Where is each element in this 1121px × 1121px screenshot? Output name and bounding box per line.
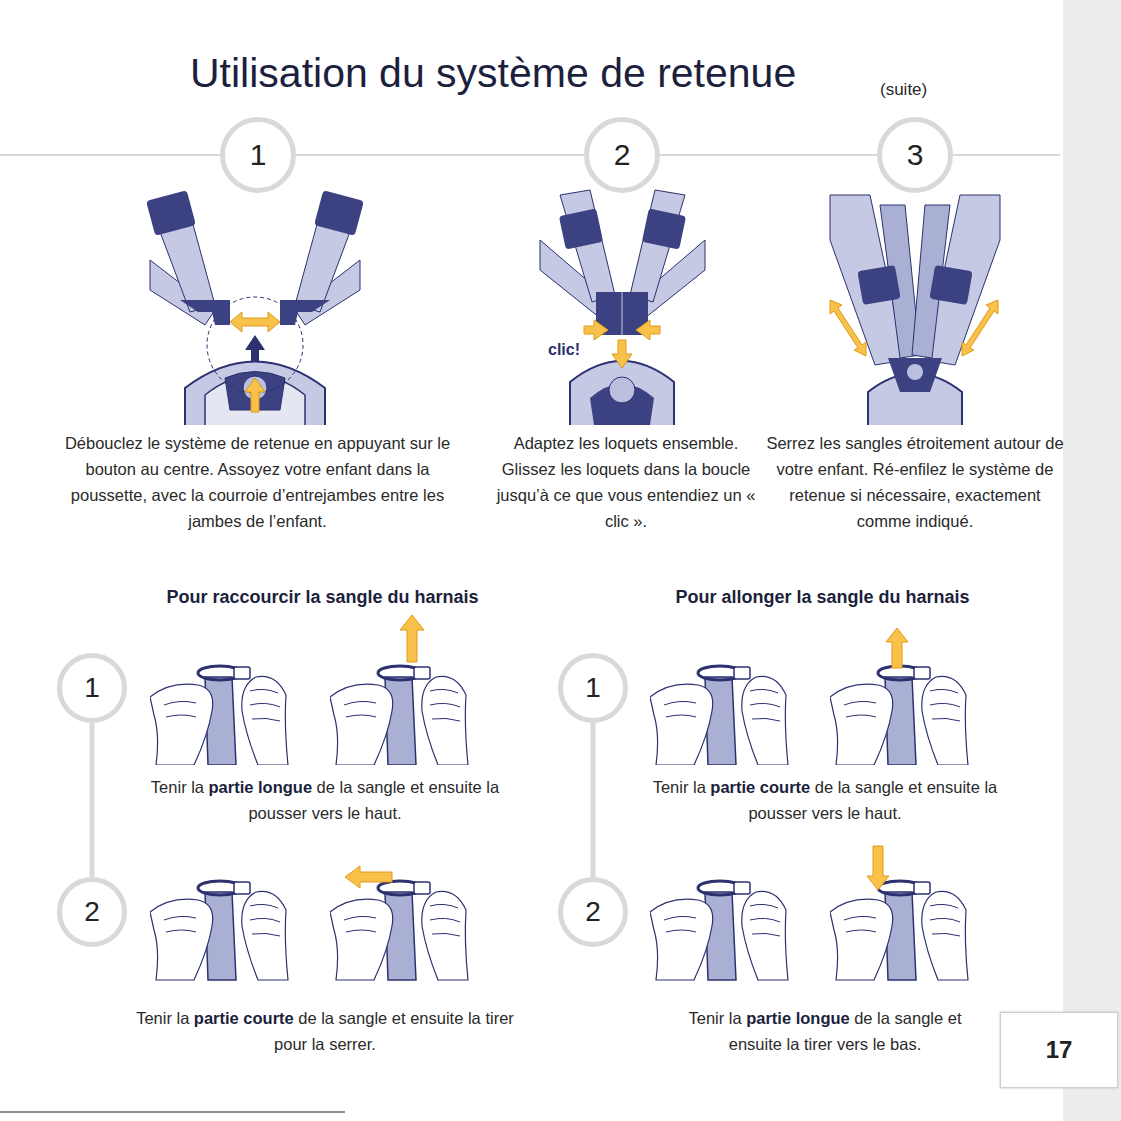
instruction-text: de la sangle et ensuite la tirer pour la… — [274, 1009, 514, 1053]
step-circle: 2 — [558, 877, 628, 947]
step-circle: 3 — [877, 117, 953, 193]
instruction-text: Tenir lapartie courtede la sangle et ens… — [625, 774, 1025, 826]
connector-line — [660, 154, 877, 156]
step-number: 2 — [84, 896, 100, 928]
page-title: Utilisation du système de retenue — [190, 50, 796, 97]
step-number: 1 — [250, 138, 267, 172]
step-circle: 1 — [558, 653, 628, 723]
step-circle: 1 — [220, 117, 296, 193]
step-text: Débouclez le système de retenue en appuy… — [60, 430, 455, 534]
emphasis-text: partie courte — [194, 1009, 294, 1027]
instruction-text: Tenir la partie courtede la sangle et ens… — [125, 1005, 525, 1057]
step-number: 1 — [84, 672, 100, 704]
section-heading: Pour raccourcir la sangle du harnais — [130, 584, 515, 610]
step-circle: 1 — [57, 653, 127, 723]
step-number: 3 — [907, 138, 924, 172]
click-label: clic! — [548, 340, 598, 360]
instruction-text: Tenir la — [688, 1009, 741, 1027]
instruction-text: Tenir la — [136, 1009, 189, 1027]
step-text: Serrez les sangles étroitement autour de… — [765, 430, 1065, 534]
title-suffix: (suite) — [880, 80, 960, 100]
section-heading: Pour allonger la sangle du harnais — [630, 584, 1015, 610]
step-circle: 2 — [57, 877, 127, 947]
page-number-box: 17 — [1000, 1012, 1118, 1088]
page-number: 17 — [1046, 1036, 1073, 1064]
step-text: Adaptez les loquets ensemble. Glissez le… — [495, 430, 757, 534]
step-circle: 2 — [584, 117, 660, 193]
connector-line — [296, 154, 584, 156]
step-number: 2 — [585, 896, 601, 928]
instruction-text: Tenir lapartie longuede la sangle et ens… — [125, 774, 525, 826]
emphasis-text: partie courte — [710, 778, 810, 796]
emphasis-text: partie longue — [209, 778, 313, 796]
connector-line — [90, 723, 95, 877]
instruction-text: Tenir lapartie longuede la sangle et ens… — [670, 1005, 980, 1057]
step-number: 2 — [614, 138, 631, 172]
emphasis-text: partie longue — [746, 1009, 850, 1027]
step-number: 1 — [585, 672, 601, 704]
side-band — [1063, 0, 1121, 1121]
instruction-text: Tenir la — [151, 778, 204, 796]
instruction-text: Tenir la — [653, 778, 706, 796]
connector-line — [591, 723, 596, 877]
